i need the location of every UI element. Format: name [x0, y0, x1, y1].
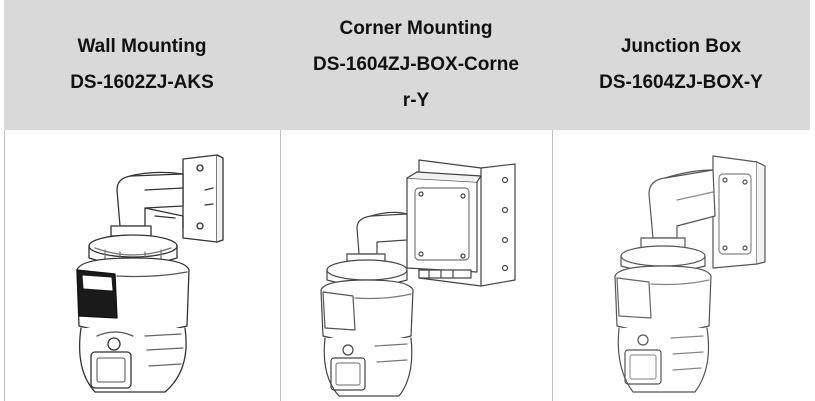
column-divider: [552, 130, 553, 401]
mounting-options-table: Wall Mounting DS-1602ZJ-AKS Corner Mount…: [4, 0, 810, 401]
header-cell-wall-mounting: Wall Mounting DS-1602ZJ-AKS: [4, 0, 280, 130]
column-model-line-2: r-Y: [402, 90, 430, 111]
column-title: Corner Mounting: [339, 18, 493, 39]
column-title: Junction Box: [620, 36, 742, 57]
junction-box-camera-image: [553, 130, 810, 401]
column-model: DS-1604ZJ-BOX-Y: [599, 72, 763, 93]
table-header-row: Wall Mounting DS-1602ZJ-AKS Corner Mount…: [4, 0, 810, 130]
column-model-line-1: DS-1604ZJ-BOX-Corne: [313, 54, 519, 75]
header-cell-junction-box: Junction Box DS-1604ZJ-BOX-Y: [552, 0, 810, 130]
header-cell-corner-mounting: Corner Mounting DS-1604ZJ-BOX-Corne r-Y: [280, 0, 552, 130]
column-divider: [4, 130, 5, 401]
column-title: Wall Mounting: [77, 36, 207, 57]
wall-mount-camera-image: [5, 130, 280, 401]
column-model: DS-1602ZJ-AKS: [70, 72, 214, 93]
corner-mount-camera-image: [281, 130, 552, 401]
column-divider: [280, 130, 281, 401]
